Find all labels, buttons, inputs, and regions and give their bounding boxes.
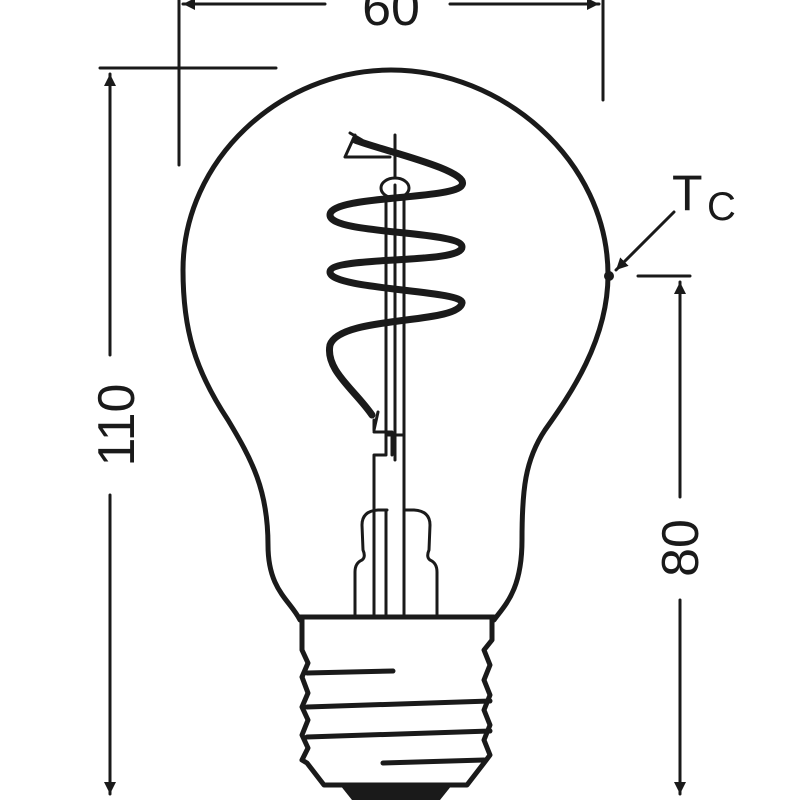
width-label: 60: [362, 0, 420, 37]
height-110-dimension: [98, 66, 278, 796]
height-80-dimension: [636, 274, 692, 796]
width-label-group: 60: [330, 0, 448, 37]
tc-label-sub: C: [707, 185, 736, 229]
glass-bulb-outline: [180, 67, 611, 623]
height-110-label: 110: [88, 384, 146, 467]
spiral-filament: [326, 136, 466, 419]
filament-bottom-hook: [372, 410, 380, 432]
tc-measurement-point: [604, 271, 614, 281]
height-80-label: 80: [652, 519, 710, 577]
tc-pointer-arrow: [614, 210, 676, 272]
width-dimension: [177, 0, 605, 167]
screw-base: [297, 614, 497, 788]
tc-label-main: T: [672, 165, 703, 221]
glass-stem-mount: [353, 508, 439, 619]
filament-top-hook: [343, 131, 392, 159]
base-contact: [340, 785, 452, 800]
stem-wires: [372, 133, 411, 619]
